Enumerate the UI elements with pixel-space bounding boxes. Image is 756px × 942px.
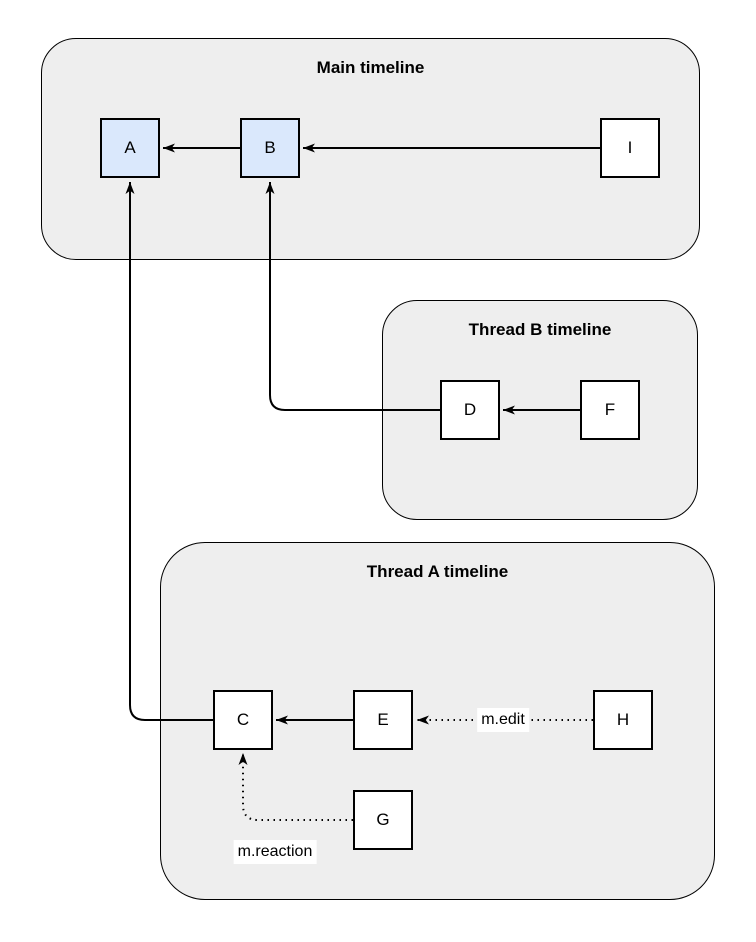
node-label: I (627, 138, 633, 157)
node-label: B (264, 138, 276, 157)
event-node-e: E (353, 690, 413, 750)
edge-c-to-a (125, 182, 213, 721)
event-node-d: D (440, 380, 500, 440)
node-label: F (604, 400, 616, 419)
event-node-b: B (240, 118, 300, 178)
event-node-i: I (600, 118, 660, 178)
edge-label-m-reaction: m.reaction (233, 840, 317, 864)
container-title: Main timeline (316, 58, 425, 77)
event-node-f: F (580, 380, 640, 440)
event-node-a: A (100, 118, 160, 178)
edge-label-m-edit: m.edit (477, 708, 529, 732)
node-label: D (463, 400, 477, 419)
edge-g-to-c (238, 753, 353, 821)
event-node-h: H (593, 690, 653, 750)
container-title: Thread B timeline (468, 320, 612, 339)
event-node-c: C (213, 690, 273, 750)
node-label: H (616, 710, 630, 729)
node-label: G (376, 810, 390, 829)
edge-d-to-b (265, 182, 440, 411)
node-label: A (124, 138, 136, 157)
event-node-g: G (353, 790, 413, 850)
node-label: C (236, 710, 250, 729)
container-title: Thread A timeline (366, 562, 509, 581)
node-label: E (377, 710, 389, 729)
